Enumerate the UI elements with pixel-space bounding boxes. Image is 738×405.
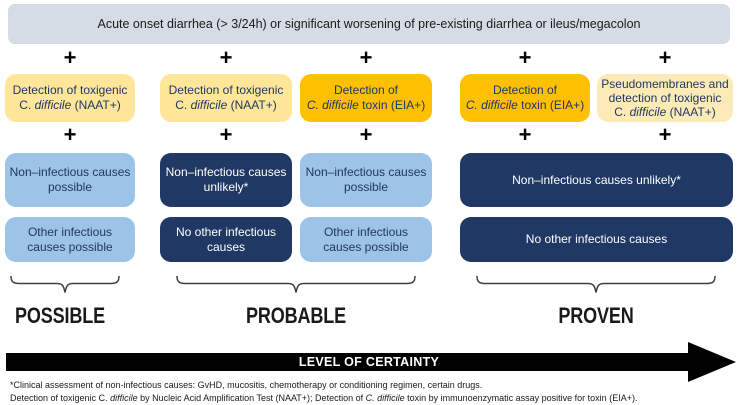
noninfectious-text: Non–infectious causes unlikely* xyxy=(165,165,287,194)
otherinfectious-text: Other infectious causes possible xyxy=(27,224,113,254)
test-box-line: C. difficile (NAAT+) xyxy=(19,98,121,112)
plus-icon: + xyxy=(518,45,532,70)
noninfectious-box-unlikely-2: Non–infectious causes unlikely* xyxy=(460,153,733,207)
footnotes: *Clinical assessment of non-infectious c… xyxy=(10,379,732,404)
certainty-arrow-icon xyxy=(6,342,736,382)
plus-icon: + xyxy=(63,122,77,147)
otherinfectious-text: Other infectious causes possible xyxy=(323,224,409,254)
test-box-line: Detection of toxigenic xyxy=(168,83,284,97)
test-box-pseudomembranes: Pseudomembranes and detection of toxigen… xyxy=(597,74,733,122)
test-box-line: Pseudomembranes and xyxy=(601,76,729,91)
test-box-line: Detection of xyxy=(492,83,558,97)
label-possible: POSSIBLE xyxy=(15,303,105,328)
test-box-line: C. difficile toxin (EIA+) xyxy=(465,98,585,112)
test-box-line: Detection of xyxy=(333,83,399,97)
test-box-line: C. difficile toxin (EIA+) xyxy=(306,98,426,112)
test-box-eia-probable: Detection of C. difficile toxin (EIA+) xyxy=(300,74,432,122)
brace-possible xyxy=(10,276,120,293)
plus-icon: + xyxy=(658,45,672,70)
otherinfectious-text: No other infectious causes xyxy=(175,224,277,254)
certainty-arrow-label: LEVEL OF CERTAINTY xyxy=(298,355,440,369)
test-box-line: C. difficile (NAAT+) xyxy=(175,98,277,112)
otherinfectious-text: No other infectious causes xyxy=(525,232,668,246)
plus-icon: + xyxy=(359,122,373,147)
brace-probable xyxy=(176,276,416,293)
plus-icon: + xyxy=(658,122,672,147)
label-proven: PROVEN xyxy=(558,303,634,328)
onset-criteria-box: Acute onset diarrhea (> 3/24h) or signif… xyxy=(8,4,730,44)
otherinfectious-box-possible-2: Other infectious causes possible xyxy=(300,217,432,262)
test-box-naat-possible: Detection of toxigenic C. difficile (NAA… xyxy=(5,74,135,122)
test-box-naat-probable: Detection of toxigenic C. difficile (NAA… xyxy=(160,74,292,122)
otherinfectious-box-possible-1: Other infectious causes possible xyxy=(5,217,135,262)
noninfectious-text: Non–infectious causes unlikely* xyxy=(512,172,681,187)
plus-icon: + xyxy=(63,45,77,70)
label-probable: PROBABLE xyxy=(246,303,346,328)
test-box-line: Detection of toxigenic xyxy=(12,83,128,97)
footnote-line-2: Detection of toxigenic C. difficile by N… xyxy=(10,392,638,403)
noninfectious-text: Non–infectious causes possible xyxy=(305,165,427,194)
otherinfectious-box-none-2: No other infectious causes xyxy=(460,217,733,262)
noninfectious-box-unlikely-1: Non–infectious causes unlikely* xyxy=(160,153,292,207)
plus-icon: + xyxy=(219,122,233,147)
brace-proven xyxy=(476,276,716,293)
plus-icon: + xyxy=(359,45,373,70)
test-box-line: detection of toxigenic xyxy=(608,90,722,105)
noninfectious-box-possible-1: Non–infectious causes possible xyxy=(5,153,135,207)
onset-criteria-text: Acute onset diarrhea (> 3/24h) or signif… xyxy=(97,17,641,31)
noninfectious-box-possible-2: Non–infectious causes possible xyxy=(300,153,432,207)
footnote-line-1: *Clinical assessment of non-infectious c… xyxy=(10,380,483,390)
test-box-line: C. difficile (NAAT+) xyxy=(614,105,716,120)
plus-icon: + xyxy=(518,122,532,147)
test-box-eia-proven: Detection of C. difficile toxin (EIA+) xyxy=(460,74,590,122)
noninfectious-text: Non–infectious causes possible xyxy=(9,165,131,194)
otherinfectious-box-none-1: No other infectious causes xyxy=(160,217,292,262)
plus-icon: + xyxy=(219,45,233,70)
